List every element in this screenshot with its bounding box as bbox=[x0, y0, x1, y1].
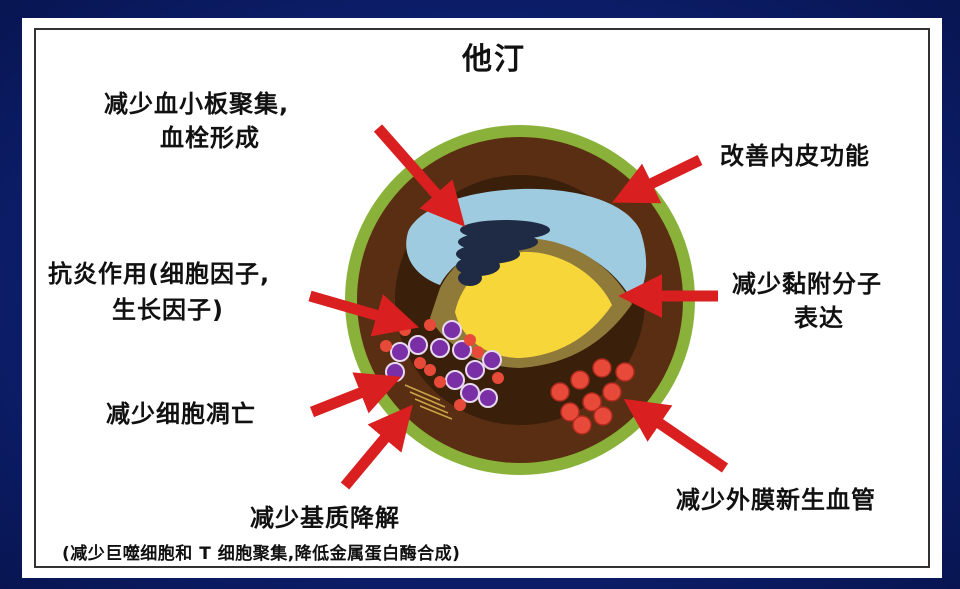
arrow-apoptosis bbox=[309, 372, 402, 418]
adventitial-vessels bbox=[550, 358, 635, 435]
arrow-matrix bbox=[340, 404, 413, 490]
lumen bbox=[406, 188, 647, 300]
label-anti-inflam-line1: 抗炎作用(细胞因子, bbox=[48, 260, 271, 288]
macrophages bbox=[385, 320, 502, 408]
label-endothelium: 改善内皮功能 bbox=[720, 142, 870, 170]
diagram-title: 他汀 bbox=[462, 42, 526, 77]
label-adhesion-line1: 减少黏附分子 bbox=[732, 270, 882, 298]
label-angiogenesis: 减少外膜新生血管 bbox=[676, 486, 876, 514]
arrow-endothelium bbox=[612, 155, 703, 204]
arrows bbox=[308, 124, 729, 490]
arrow-anti-inflam bbox=[308, 290, 420, 337]
label-matrix-sub: (减少巨噬细胞和 T 细胞聚集,降低金属蛋白酶合成) bbox=[62, 544, 461, 564]
label-apoptosis: 减少细胞凋亡 bbox=[106, 400, 256, 428]
label-adhesion-line2: 表达 bbox=[794, 304, 844, 332]
panel-border bbox=[34, 28, 930, 568]
thrombus bbox=[456, 220, 550, 286]
arrow-angiogenesis bbox=[623, 398, 729, 473]
label-platelet-line1: 减少血小板聚集, bbox=[104, 90, 290, 118]
lipid-core bbox=[455, 251, 612, 358]
label-anti-inflam-line2: 生长因子) bbox=[112, 296, 224, 324]
label-platelet-line2: 血栓形成 bbox=[160, 124, 260, 152]
arrow-platelet bbox=[373, 124, 466, 227]
matrix-fibres bbox=[404, 384, 453, 420]
label-matrix: 减少基质降解 bbox=[250, 504, 400, 532]
